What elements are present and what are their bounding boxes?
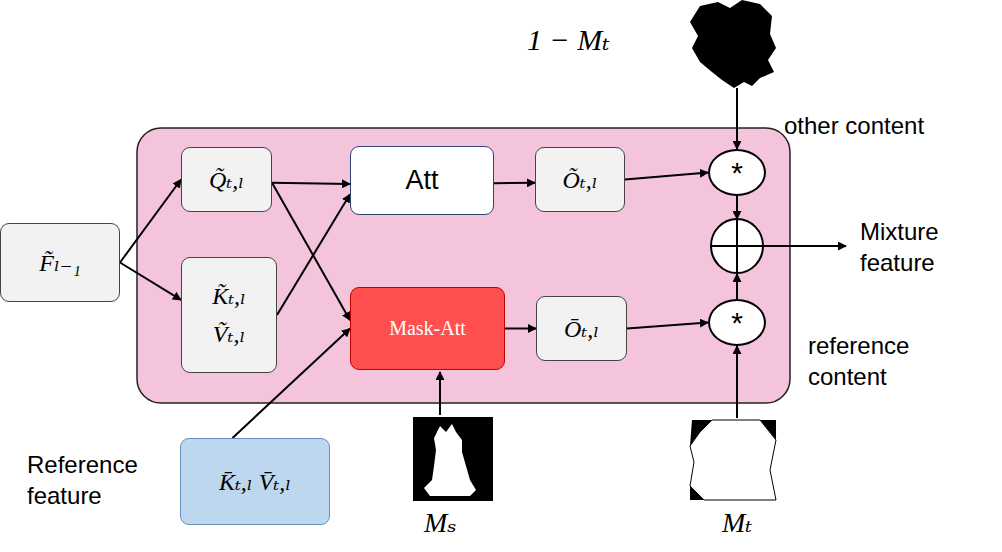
connector-arrow xyxy=(272,183,350,184)
connector-arrow xyxy=(120,180,181,263)
output-box: Ōₜ,ₗ xyxy=(536,296,627,361)
module-panel xyxy=(137,128,790,403)
mask-label: Mₛ xyxy=(424,505,457,541)
output-box: Õₜ,ₗ xyxy=(535,147,625,212)
mask-image xyxy=(690,0,776,88)
node-text: K̃ₜ,ₗ Ṽₜ,ₗ xyxy=(199,277,259,354)
connector-arrow xyxy=(625,173,708,180)
multiply-symbol: * xyxy=(708,299,766,346)
flow-arrow xyxy=(736,196,738,219)
connector-arrow xyxy=(272,183,350,320)
mask-attention-box: Mask-Att xyxy=(350,287,505,370)
multiply-symbol: * xyxy=(708,149,766,196)
mask-silhouette xyxy=(424,424,476,496)
query-box: Q̃ₜ,ₗ xyxy=(181,147,272,212)
connector-arrow xyxy=(277,194,350,315)
node-text: Õₜ,ₗ xyxy=(562,166,597,194)
node-text: * xyxy=(731,306,743,340)
node-text: * xyxy=(731,156,743,190)
mask-image xyxy=(413,417,493,501)
node-heading: Reference feature xyxy=(27,449,167,511)
node-text: Mask-Att xyxy=(389,317,466,340)
node-text: Ōₜ,ₗ xyxy=(564,315,599,343)
connector-arrow xyxy=(627,323,708,329)
output-label: Mixture feature xyxy=(860,216,985,278)
mask-label: 1 − Mₜ xyxy=(527,20,610,59)
mask-label: Mₜ xyxy=(722,505,752,541)
mask-outline xyxy=(690,420,776,500)
mask-arrow xyxy=(736,346,738,418)
node-text: Att xyxy=(405,165,438,196)
connector-arrow xyxy=(494,182,535,185)
reference-feature-box: Reference featureK̄ₜ,ₗ V̄ₜ,ₗ xyxy=(180,438,330,525)
mask-arrow xyxy=(439,372,441,415)
node-text: Q̃ₜ,ₗ xyxy=(209,166,244,194)
annotation: reference content xyxy=(808,330,968,392)
sum-symbol xyxy=(711,219,763,273)
attention-box: Att xyxy=(350,146,494,215)
key-value-box: K̃ₜ,ₗ Ṽₜ,ₗ xyxy=(181,257,277,373)
node-text: F̃ₗ₋₁ xyxy=(39,249,81,277)
node-text: K̄ₜ,ₗ V̄ₜ,ₗ xyxy=(219,468,291,496)
mask-image xyxy=(690,420,776,500)
mask-arrow xyxy=(736,88,738,149)
sum-symbol xyxy=(736,219,738,273)
connector-arrow xyxy=(120,263,181,300)
connector-arrow xyxy=(505,328,536,330)
flow-arrow xyxy=(736,274,738,300)
input-feature-box: F̃ₗ₋₁ xyxy=(0,223,120,302)
annotation: other content xyxy=(784,110,924,141)
output-arrow xyxy=(763,245,846,247)
